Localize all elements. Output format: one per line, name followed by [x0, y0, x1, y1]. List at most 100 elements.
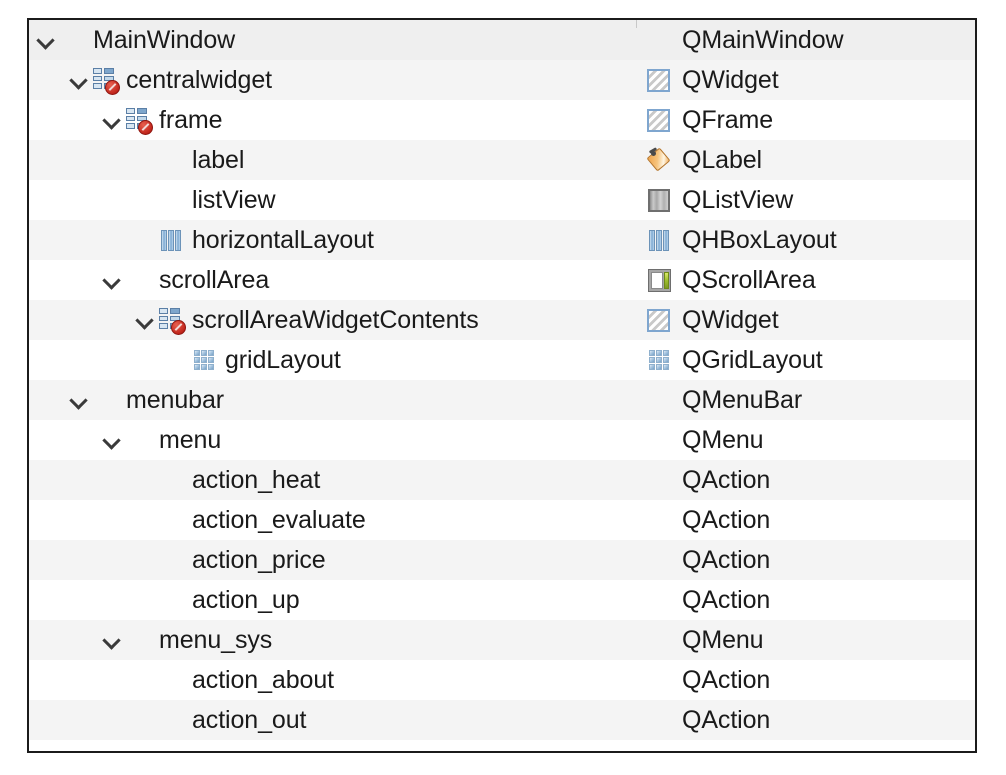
qwidget-icon: [646, 67, 673, 94]
object-class-label: QWidget: [682, 65, 779, 94]
object-name-label: centralwidget: [126, 65, 273, 94]
object-class-label: QAction: [682, 705, 771, 734]
object-name-cell[interactable]: menu_sys: [29, 620, 636, 660]
object-name-label: menubar: [126, 385, 224, 414]
tree-row[interactable]: menu QMenu: [29, 420, 975, 460]
object-name-cell[interactable]: label: [29, 140, 636, 180]
chevron-down-icon[interactable]: [101, 269, 123, 291]
object-class-cell[interactable]: QMenuBar: [636, 380, 975, 420]
object-name-cell[interactable]: horizontalLayout: [29, 220, 636, 260]
chevron-down-icon[interactable]: [35, 29, 57, 51]
tree-row[interactable]: action_price QAction: [29, 540, 975, 580]
icon-spacer: [646, 387, 673, 414]
object-name-cell[interactable]: scrollAreaWidgetContents: [29, 300, 636, 340]
icon-spacer: [158, 587, 185, 614]
chevron-down-icon[interactable]: [101, 429, 123, 451]
object-name-cell[interactable]: action_evaluate: [29, 500, 636, 540]
object-class-cell[interactable]: QMenu: [636, 420, 975, 460]
tree-row[interactable]: gridLayout QGridLayout: [29, 340, 975, 380]
object-name-cell[interactable]: action_up: [29, 580, 636, 620]
icon-spacer: [158, 467, 185, 494]
object-class-cell[interactable]: QLabel: [636, 140, 975, 180]
object-class-cell[interactable]: QFrame: [636, 100, 975, 140]
object-name-cell[interactable]: action_heat: [29, 460, 636, 500]
chevron-down-icon[interactable]: [101, 109, 123, 131]
tree-row[interactable]: menubar QMenuBar: [29, 380, 975, 420]
object-name-cell[interactable]: menu: [29, 420, 636, 460]
object-name-cell[interactable]: menubar: [29, 380, 636, 420]
object-class-label: QMenu: [682, 425, 764, 454]
object-name-cell[interactable]: action_price: [29, 540, 636, 580]
object-name-label: listView: [192, 185, 276, 214]
widget-no-layout-icon: [92, 67, 120, 95]
chevron-down-icon[interactable]: [68, 389, 90, 411]
object-name-label: action_price: [192, 545, 326, 574]
icon-spacer: [158, 707, 185, 734]
object-class-cell[interactable]: QAction: [636, 540, 975, 580]
tree-row[interactable]: horizontalLayout QHBoxLayout: [29, 220, 975, 260]
object-class-cell[interactable]: QGridLayout: [636, 340, 975, 380]
object-class-label: QMenu: [682, 625, 764, 654]
object-class-cell[interactable]: QAction: [636, 500, 975, 540]
icon-spacer: [125, 627, 152, 654]
object-name-cell[interactable]: centralwidget: [29, 60, 636, 100]
chevron-down-icon[interactable]: [101, 629, 123, 651]
object-class-label: QHBoxLayout: [682, 225, 837, 254]
object-class-cell[interactable]: QAction: [636, 460, 975, 500]
object-name-label: action_evaluate: [192, 505, 366, 534]
tree-row[interactable]: menu_sys QMenu: [29, 620, 975, 660]
icon-spacer: [646, 467, 673, 494]
object-class-cell[interactable]: QAction: [636, 660, 975, 700]
column-divider[interactable]: [636, 20, 637, 28]
object-name-label: label: [192, 145, 245, 174]
tree-row[interactable]: scrollAreaWidgetContents QWidget: [29, 300, 975, 340]
object-name-label: frame: [159, 105, 223, 134]
object-class-cell[interactable]: QMenu: [636, 620, 975, 660]
object-class-cell[interactable]: QHBoxLayout: [636, 220, 975, 260]
object-name-cell[interactable]: action_about: [29, 660, 636, 700]
icon-spacer: [158, 547, 185, 574]
tree-row[interactable]: action_up QAction: [29, 580, 975, 620]
object-name-cell[interactable]: scrollArea: [29, 260, 636, 300]
object-class-cell[interactable]: QAction: [636, 580, 975, 620]
chevron-spacer: [134, 709, 156, 731]
object-class-cell[interactable]: QWidget: [636, 60, 975, 100]
tree-row[interactable]: centralwidget QWidget: [29, 60, 975, 100]
chevron-spacer: [134, 229, 156, 251]
tree-row[interactable]: label QLabel: [29, 140, 975, 180]
object-name-cell[interactable]: listView: [29, 180, 636, 220]
object-name-label: horizontalLayout: [192, 225, 374, 254]
object-class-cell[interactable]: QScrollArea: [636, 260, 975, 300]
icon-spacer: [646, 587, 673, 614]
object-class-cell[interactable]: QMainWindow: [636, 20, 975, 60]
object-name-cell[interactable]: MainWindow: [29, 20, 636, 60]
object-name-cell[interactable]: gridLayout: [29, 340, 636, 380]
tree-row[interactable]: frame QFrame: [29, 100, 975, 140]
qlistview-icon: [646, 187, 673, 214]
object-name-label: scrollArea: [159, 265, 270, 294]
chevron-down-icon[interactable]: [68, 69, 90, 91]
icon-spacer: [646, 547, 673, 574]
object-name-label: gridLayout: [225, 345, 341, 374]
object-class-cell[interactable]: QWidget: [636, 300, 975, 340]
object-class-label: QWidget: [682, 305, 779, 334]
object-name-label: action_up: [192, 585, 300, 614]
tree-row[interactable]: scrollArea QScrollArea: [29, 260, 975, 300]
object-class-cell[interactable]: QListView: [636, 180, 975, 220]
object-class-cell[interactable]: QAction: [636, 700, 975, 740]
object-name-cell[interactable]: frame: [29, 100, 636, 140]
icon-spacer: [158, 147, 185, 174]
icon-spacer: [646, 27, 673, 54]
icon-spacer: [59, 27, 86, 54]
tree-row[interactable]: action_out QAction: [29, 700, 975, 740]
object-name-cell[interactable]: action_out: [29, 700, 636, 740]
chevron-down-icon[interactable]: [134, 309, 156, 331]
tree-row[interactable]: action_evaluate QAction: [29, 500, 975, 540]
tree-row[interactable]: listView QListView: [29, 180, 975, 220]
qgridlayout-icon: [646, 347, 673, 374]
